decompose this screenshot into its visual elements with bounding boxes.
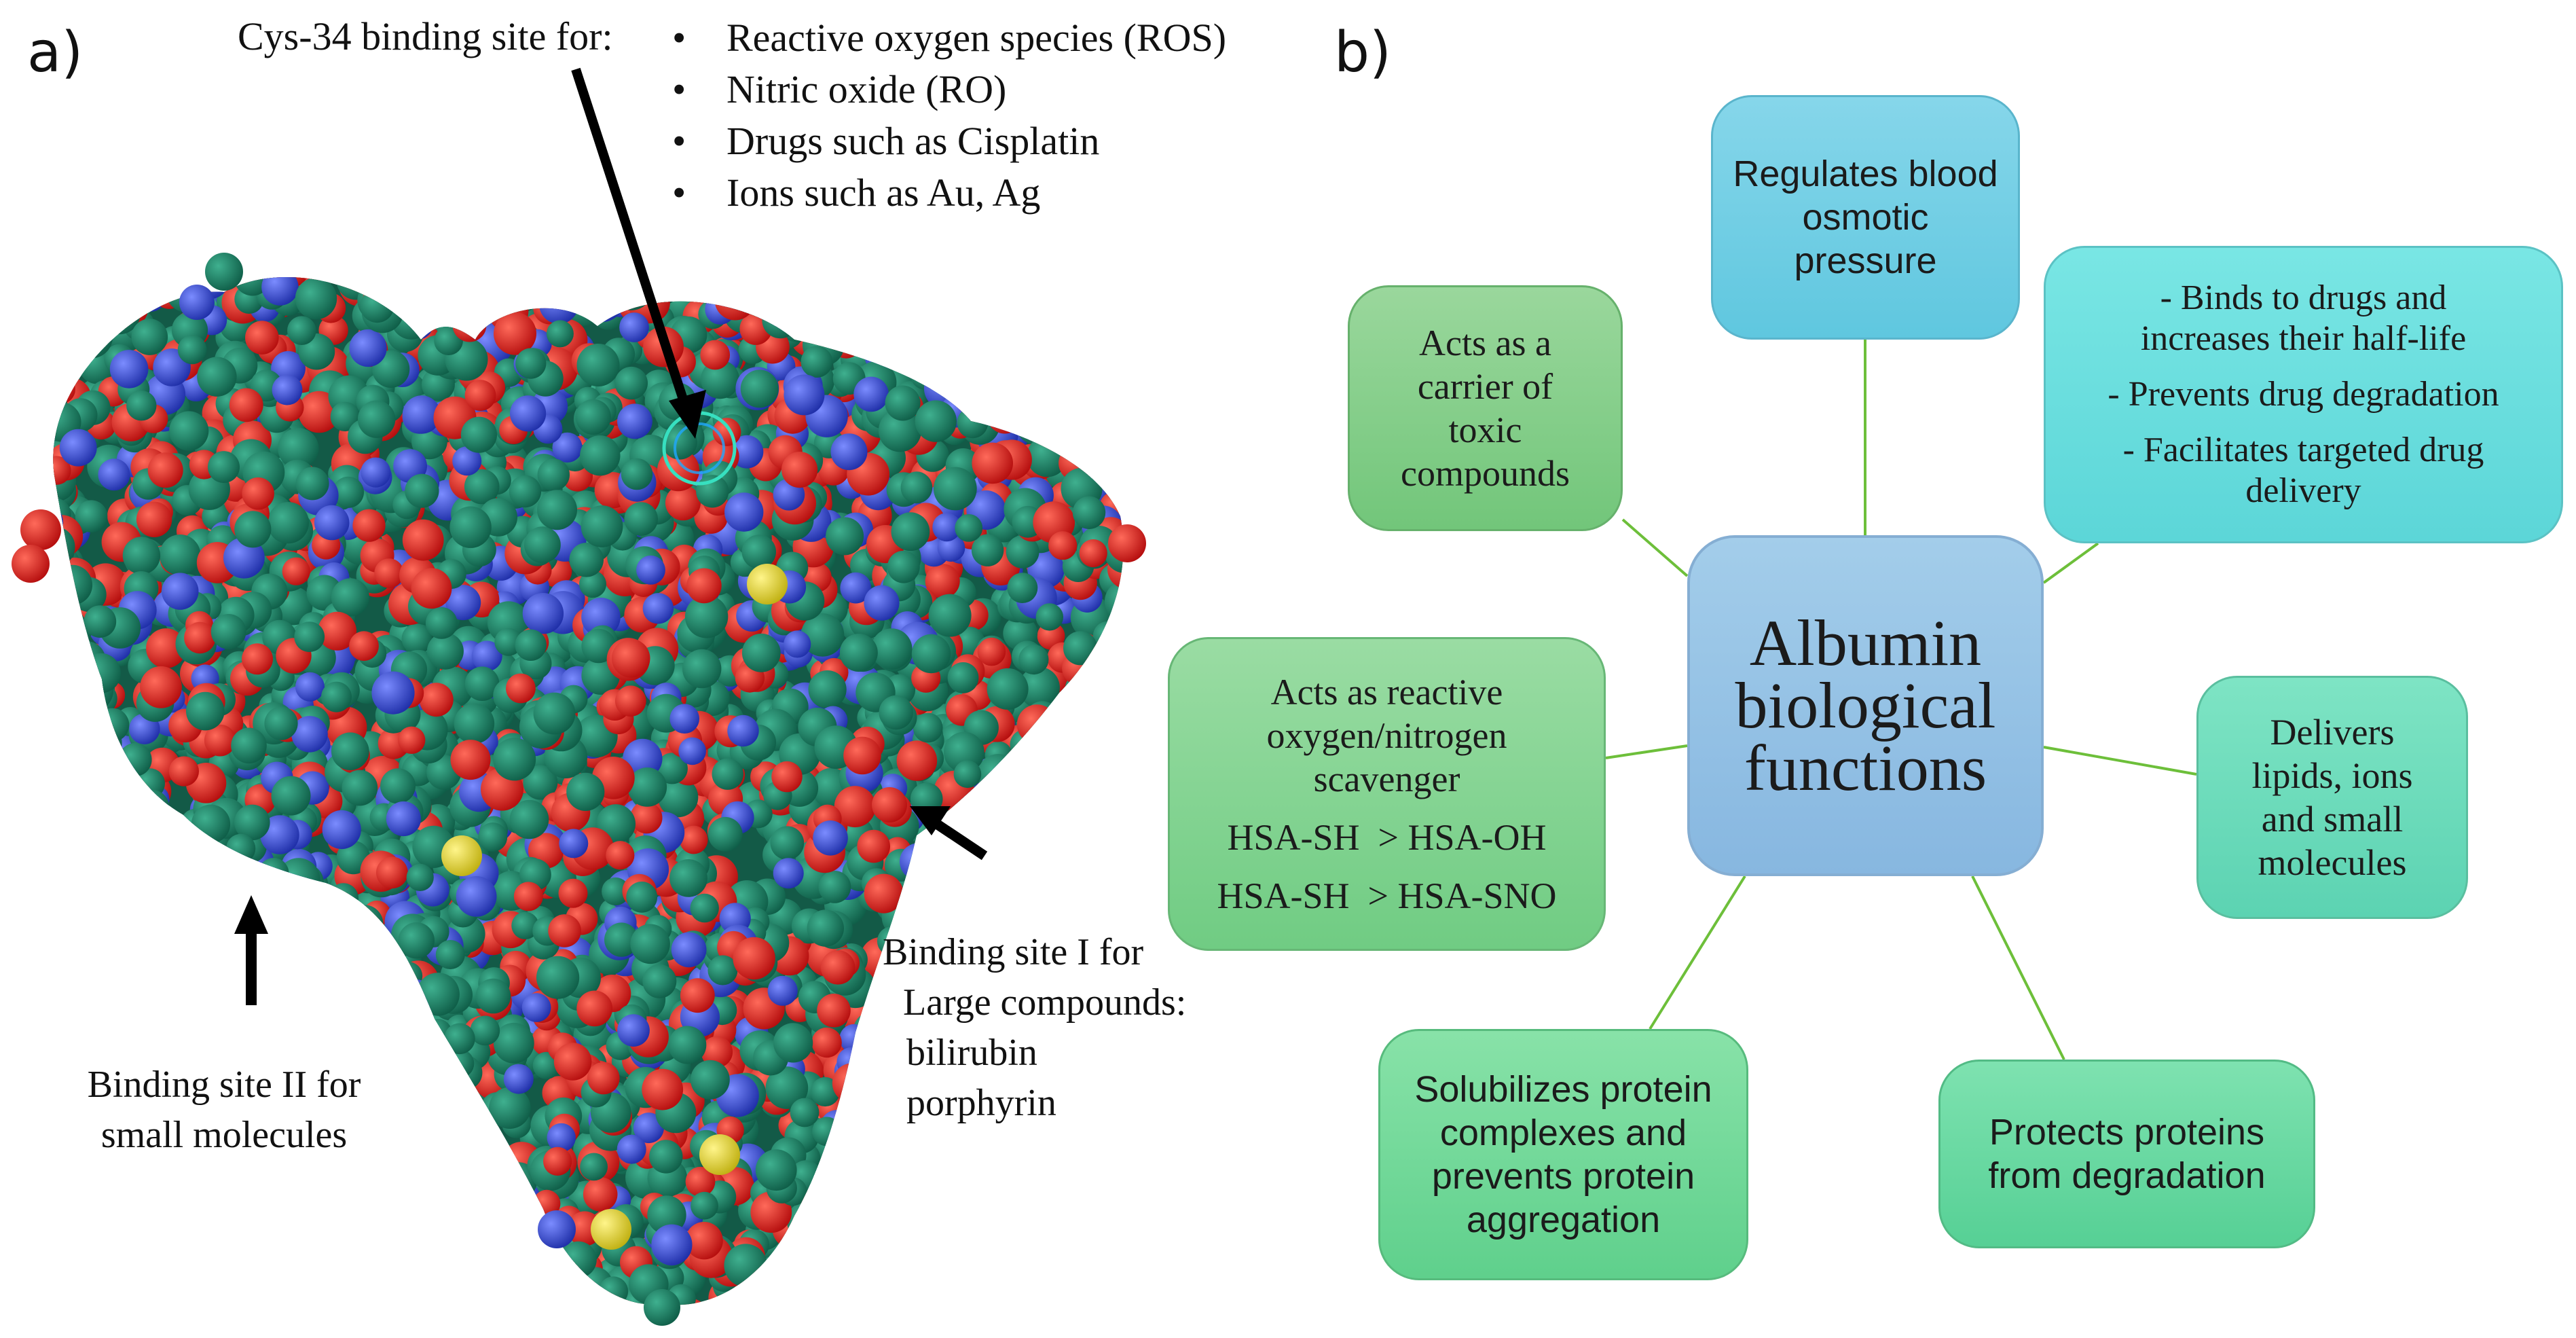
node-protects-proteins: Protects proteins from degradation [1938,1060,2315,1248]
cys34-title: Cys-34 binding site for: [238,14,613,58]
panel-label-a: a) [27,20,84,85]
albumin-protein-model [53,276,1124,1305]
site1-arrow [932,818,988,861]
node-ros-scavenger: Acts as reactive oxygen/nitrogen scaveng… [1168,637,1606,951]
node-solubilizes-protein: Solubilizes protein complexes and preven… [1378,1029,1748,1280]
connectors [1605,340,2197,1060]
site1-arrowhead [910,806,951,835]
central-node: Albumin biological functions [1687,535,2044,876]
arrows [234,67,988,1005]
node-lipid-delivery: Delivers lipids, ions and small molecule… [2196,676,2468,919]
cys34-arrowhead [669,390,706,439]
binding-site-ii-label: Binding site II for small molecules [87,1064,361,1156]
binding-site-i-label: Binding site I for Large compounds: bili… [883,931,1187,1124]
panel-label-b: b) [1334,20,1392,85]
site2-arrowhead [234,895,268,934]
node-osmotic-pressure: Regulates blood osmotic pressure [1711,95,2020,340]
cys34-item: Drugs such as Cisplatin [672,115,1226,167]
loose-atoms [12,253,1146,1326]
cys34-item: Ions such as Au, Ag [672,167,1226,219]
cys34-arrow [571,67,691,410]
cys34-item: Nitric oxide (RO) [672,64,1226,115]
cys34-binding-list: Reactive oxygen species (ROS) Nitric oxi… [672,12,1226,219]
node-drug-binding: - Binds to drugs and increases their hal… [2044,246,2563,543]
node-toxic-carrier: Acts as a carrier of toxic compounds [1348,285,1623,531]
cys34-item: Reactive oxygen species (ROS) [672,12,1226,64]
